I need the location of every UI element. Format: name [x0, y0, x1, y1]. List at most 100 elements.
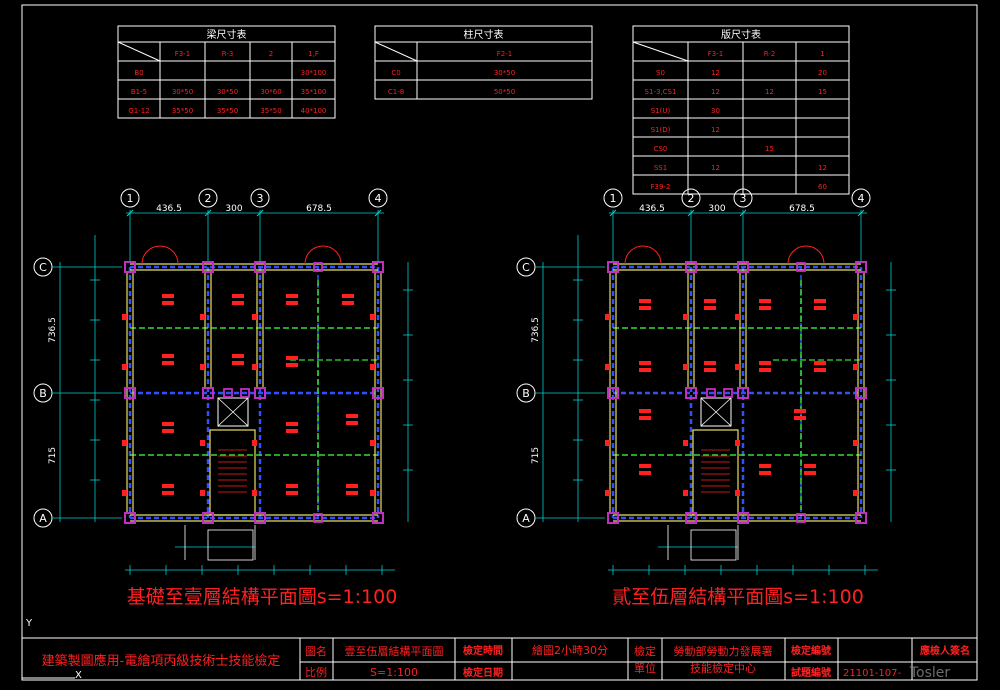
column: [607, 512, 619, 524]
dimension-text: 678.5: [789, 204, 815, 214]
grid-col-label: 1: [127, 192, 134, 205]
grid-bubble: [851, 188, 871, 208]
line: [632, 41, 689, 62]
column-header-cell: F2-1: [497, 50, 512, 58]
beam-tag: [200, 490, 205, 496]
slab-tag: [232, 301, 244, 305]
slab-tag: [162, 429, 174, 433]
beam-table-cell: B1-5: [131, 88, 147, 96]
drawing-name: 壹至伍層結構平面圖: [345, 644, 444, 658]
beam-tag: [605, 364, 610, 370]
scale-label: 比例: [305, 665, 327, 679]
slab-table-cell: 12: [765, 88, 774, 96]
slab-tag: [759, 368, 771, 372]
slab-tag: [162, 491, 174, 495]
slab-tag: [286, 422, 298, 426]
test-no: 21101-107-: [843, 668, 902, 679]
beam-tag: [853, 314, 858, 320]
column: [855, 261, 867, 273]
beam-tag: [370, 440, 375, 446]
column: [124, 261, 136, 273]
column: [313, 262, 323, 272]
beam-table-title: 梁尺寸表: [207, 28, 247, 41]
grid-row-label: A: [39, 512, 47, 525]
grid-col-label: 2: [688, 192, 695, 205]
slab-tag: [759, 464, 771, 468]
svg-text:X: X: [75, 670, 82, 681]
unit-label-2: 單位: [634, 661, 656, 675]
line: [739, 209, 747, 217]
table-border: [374, 25, 593, 100]
column-table-cell: 30*50: [494, 69, 515, 77]
slab-tag: [162, 422, 174, 426]
beam-tag: [200, 440, 205, 446]
slab-tag: [162, 294, 174, 298]
dimension-text: 736.5: [48, 317, 58, 343]
column: [313, 513, 323, 523]
unit-1: 勞動部勞動力發展署: [674, 644, 773, 658]
beam-tag: [605, 314, 610, 320]
beam-table-cell: 35*50: [172, 107, 193, 115]
beam-tag: [252, 490, 257, 496]
beam-tag: [252, 364, 257, 370]
beam-tag: [370, 314, 375, 320]
slab-tag: [286, 429, 298, 433]
column: [124, 512, 136, 524]
grid-bubble: [250, 188, 270, 208]
entry-stair: [690, 529, 737, 561]
slab-tag: [704, 361, 716, 365]
slab-tag: [814, 368, 826, 372]
slab-table-cell: S0: [656, 69, 665, 77]
beam-table-cell: 30*100: [301, 69, 327, 77]
beam-tag: [252, 440, 257, 446]
beam-tag: [200, 314, 205, 320]
slab-tag: [232, 354, 244, 358]
entry-stair: [207, 529, 254, 561]
door-arc: [624, 245, 662, 265]
slab-tag: [232, 361, 244, 365]
column: [372, 387, 384, 399]
slab-header-cell: F3-1: [708, 50, 723, 58]
beam-tag: [683, 364, 688, 370]
stair-wall: [209, 429, 256, 516]
beam-tag: [853, 490, 858, 496]
slab-table-cell: 15: [818, 88, 827, 96]
slab-table-cell: 12: [818, 164, 827, 172]
dimension-text: 715: [48, 447, 58, 464]
column: [723, 388, 733, 398]
column: [685, 512, 697, 524]
exam-time-label: 檢定時間: [463, 644, 503, 657]
column: [254, 512, 266, 524]
test-no-label: 試題編號: [791, 666, 831, 679]
beam-header-cell: F3-1: [175, 50, 190, 58]
line: [117, 41, 161, 62]
beam-tag: [122, 314, 127, 320]
grid-row-label: B: [39, 387, 47, 400]
beam-table-cell: 30*60: [260, 88, 281, 96]
slab-header-cell: 1: [820, 50, 824, 58]
slab-table-cell: 12: [711, 126, 720, 134]
slab-tag: [162, 484, 174, 488]
slab-table-cell: S1(D): [651, 126, 671, 134]
slab-table-cell: 12: [711, 88, 720, 96]
exam-title: 建築製圖應用-電繪項丙級技術士技能檢定: [42, 653, 281, 669]
dimension-text: 736.5: [531, 317, 541, 343]
grid-bubble: [733, 188, 753, 208]
slab-tag: [286, 491, 298, 495]
column: [254, 387, 266, 399]
dimension-text: 678.5: [306, 204, 332, 214]
slab-tag: [346, 491, 358, 495]
slab-tag: [639, 368, 651, 372]
door-arc: [304, 245, 342, 265]
slab-tag: [804, 471, 816, 475]
grid-bubble: [198, 188, 218, 208]
grid-col-label: 1: [610, 192, 617, 205]
slab-tag: [814, 306, 826, 310]
line: [204, 209, 212, 217]
slab-tag: [794, 409, 806, 413]
drawing-name-label: 圖名: [305, 644, 327, 658]
